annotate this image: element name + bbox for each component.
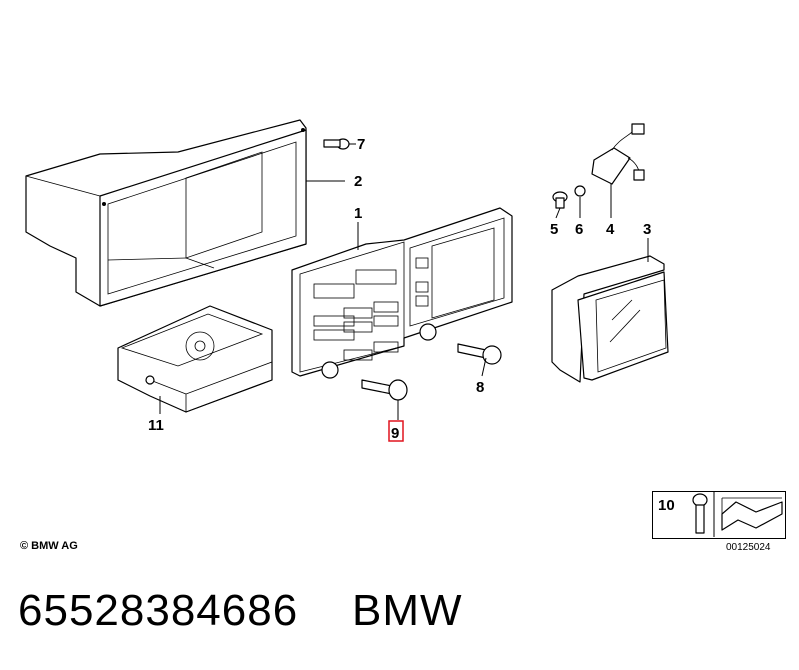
callout-9-highlighted: 9	[388, 420, 404, 442]
diagram-code: 00125024	[726, 542, 771, 553]
callout-3: 3	[643, 221, 651, 238]
callout-1: 1	[354, 205, 362, 222]
part-9-knob	[361, 379, 408, 401]
part-3-display	[551, 255, 669, 383]
brand-name: BMW	[352, 586, 463, 635]
callout-7: 7	[357, 136, 365, 153]
part-5-bolt	[552, 191, 568, 209]
panel-buttons	[313, 257, 429, 361]
part-number: 65528384686	[18, 586, 299, 635]
callout-5: 5	[550, 221, 558, 238]
callout-11: 11	[148, 417, 164, 434]
panel-knob-right	[419, 323, 437, 341]
callout-6: 6	[575, 221, 583, 238]
part-1-control-panel	[291, 207, 513, 379]
part-4-module	[591, 123, 645, 185]
panel-knob-left	[321, 361, 339, 379]
callout-2: 2	[354, 173, 362, 190]
legend-box	[652, 491, 786, 539]
part-11-drive-mechanism	[117, 305, 273, 413]
copyright-text: © BMW AG	[20, 540, 78, 552]
part-7-screw	[323, 138, 350, 150]
part-8-knob	[457, 343, 502, 365]
part-6-washer	[574, 185, 586, 197]
legend-graphics: 10	[658, 492, 783, 537]
callout-9: 9	[391, 425, 399, 442]
callout-4: 4	[606, 221, 615, 238]
leader-lines	[159, 143, 649, 420]
arrow-symbol-icon	[721, 497, 783, 531]
part-10-screw	[692, 493, 708, 534]
callout-10: 10	[658, 497, 675, 514]
callout-8: 8	[476, 379, 484, 396]
part-2-housing	[25, 119, 307, 307]
